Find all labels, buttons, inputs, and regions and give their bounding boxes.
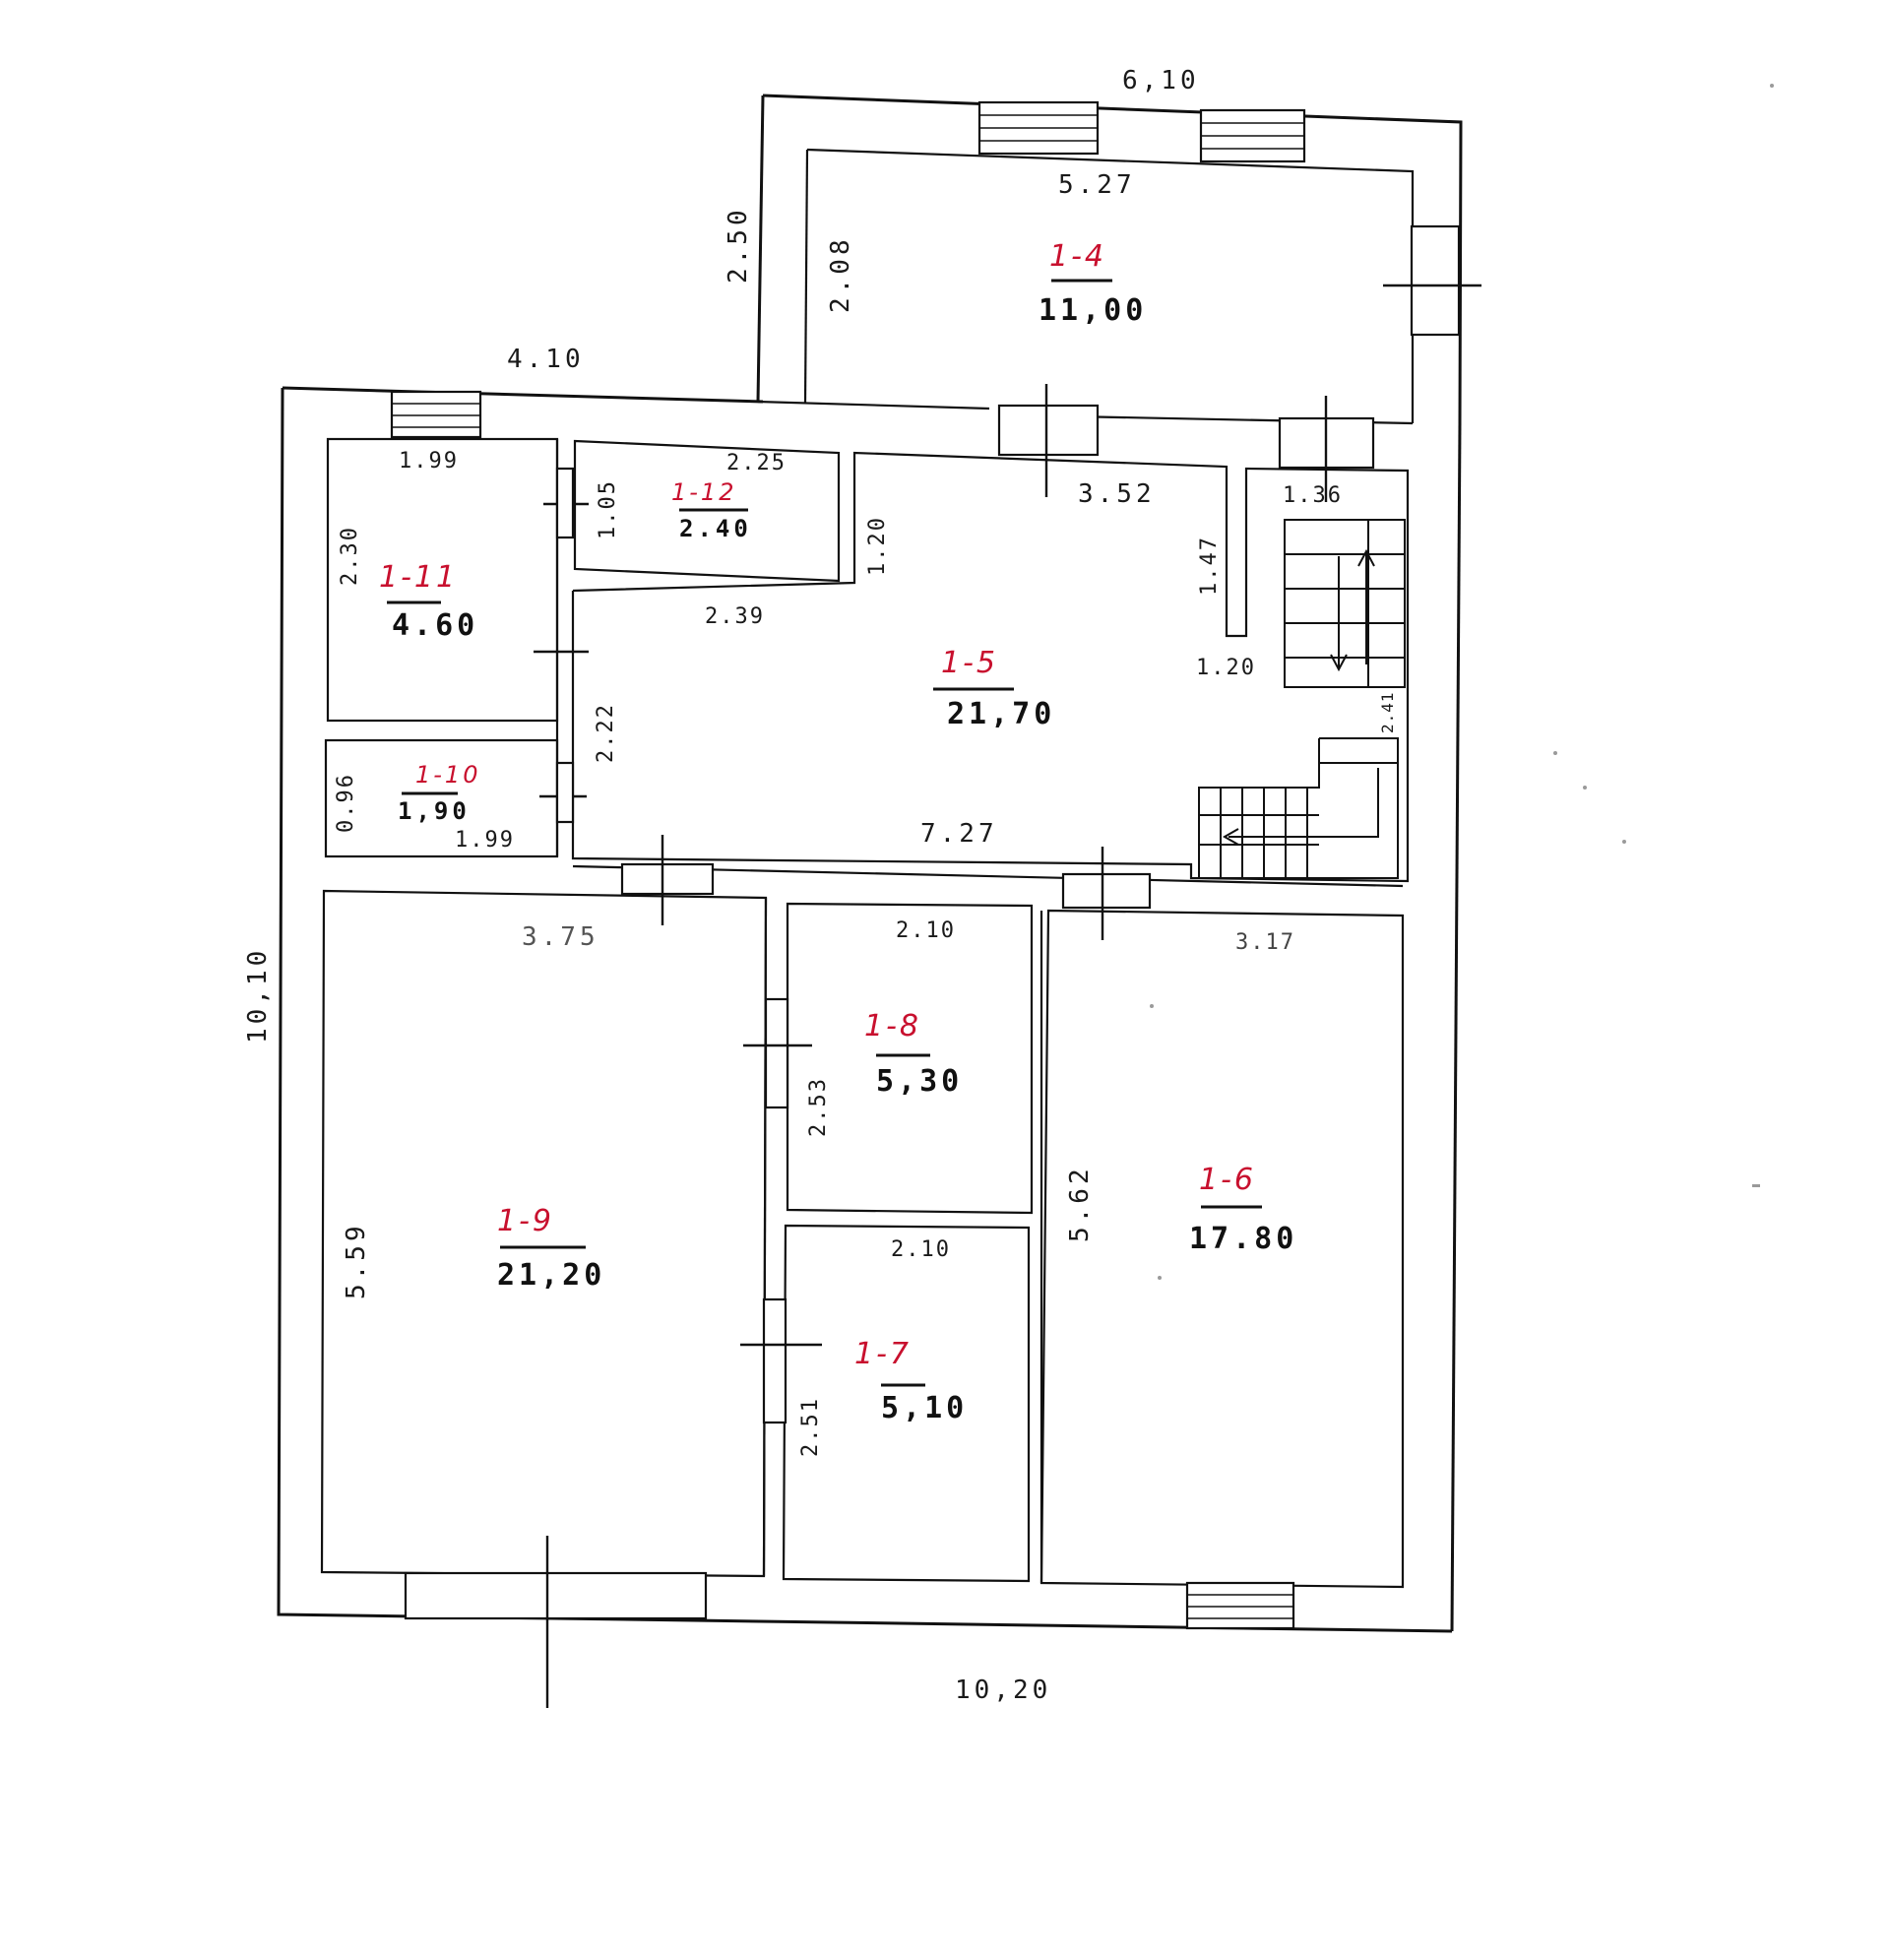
room-area: 5,30 — [876, 1064, 963, 1099]
room-area: 17.80 — [1189, 1222, 1297, 1256]
room-id: 1-10 — [415, 761, 480, 789]
dim-r5-left-upper: 1.20 — [865, 516, 890, 576]
dim-r12-width: 2.25 — [726, 451, 787, 475]
dim-overall-bottom-width: 10,20 — [955, 1675, 1051, 1705]
dim-r5-right-upper: 1.47 — [1197, 536, 1222, 596]
room-label-1-6: 1-6 17.80 — [1189, 1163, 1297, 1256]
room-id: 1-12 — [671, 478, 736, 506]
dim-stair-width: 1.36 — [1283, 483, 1343, 508]
dim-r7-height: 2.51 — [798, 1397, 823, 1457]
dim-overall-height: 10,10 — [243, 947, 273, 1043]
window-r11 — [390, 390, 482, 439]
door-marks — [534, 284, 1481, 1708]
dim-r8-height: 2.53 — [806, 1077, 831, 1137]
dim-stair-right: 2.41 — [1378, 691, 1397, 733]
room-id: 1-6 — [1199, 1163, 1256, 1197]
room-id: 1-11 — [379, 560, 458, 595]
dim-r5-inner-width: 2.39 — [705, 604, 765, 629]
dim-r6-width: 3.17 — [1235, 930, 1295, 955]
outer-walls — [277, 94, 1463, 1633]
dim-annex-height: 2.50 — [724, 206, 753, 284]
room-id: 1-5 — [941, 646, 998, 680]
room-label-1-5: 1-5 21,70 — [933, 646, 1055, 731]
window-top-right — [1199, 108, 1306, 163]
dim-r6-height: 5.62 — [1065, 1165, 1095, 1242]
dimension-labels: 6,10 2.50 4.10 10,10 10,20 5.27 2.08 1.9… — [243, 66, 1397, 1705]
dim-r7-width: 2.10 — [891, 1237, 951, 1262]
dim-r9-width: 3.75 — [522, 922, 599, 952]
dim-r5-left-lower: 2.22 — [594, 703, 618, 763]
room-label-1-8: 1-8 5,30 — [864, 1009, 963, 1099]
room-id: 1-4 — [1049, 239, 1106, 274]
room-area: 21,20 — [497, 1258, 605, 1293]
windows — [390, 100, 1461, 1630]
room-outlines — [320, 400, 1414, 1589]
room-id: 1-8 — [864, 1009, 921, 1043]
room-area: 21,70 — [947, 697, 1055, 731]
room-label-1-11: 1-11 4.60 — [379, 560, 478, 643]
room-label-1-7: 1-7 5,10 — [854, 1337, 968, 1425]
room-label-1-4: 1-4 11,00 — [1039, 239, 1147, 328]
dim-r5-top: 3.52 — [1078, 479, 1156, 509]
room-id: 1-9 — [497, 1204, 554, 1238]
dim-r12-height: 1.05 — [596, 479, 620, 539]
room-label-1-10: 1-10 1,90 — [398, 761, 480, 825]
window-annex-right — [1410, 224, 1461, 337]
staircase — [1198, 519, 1406, 879]
room-area: 4.60 — [392, 608, 478, 643]
dim-r4-width: 5.27 — [1058, 170, 1136, 200]
scan-specks — [1150, 84, 1774, 1280]
dim-r10-width: 1.99 — [455, 828, 515, 853]
dim-main-top-width: 4.10 — [507, 345, 585, 374]
room-area: 2.40 — [679, 515, 752, 542]
dim-r11-width: 1.99 — [399, 449, 459, 474]
dim-r8-width: 2.10 — [896, 918, 956, 943]
dim-r4-height: 2.08 — [826, 235, 855, 313]
window-top-left — [977, 100, 1100, 156]
room-area: 1,90 — [398, 797, 471, 825]
window-bottom-right — [1185, 1581, 1295, 1630]
dim-r5-right-mid: 1.20 — [1196, 656, 1256, 680]
dim-r10-height: 0.96 — [334, 773, 358, 833]
dim-r9-height: 5.59 — [342, 1222, 371, 1299]
window-bottom-left — [404, 1571, 708, 1620]
room-area: 11,00 — [1039, 293, 1147, 328]
room-label-1-9: 1-9 21,20 — [497, 1204, 605, 1293]
dim-top-annex-width: 6,10 — [1122, 66, 1200, 95]
room-id: 1-7 — [854, 1337, 912, 1371]
dim-r5-bottom: 7.27 — [920, 819, 998, 849]
room-label-1-12: 1-12 2.40 — [671, 478, 752, 542]
dim-r11-height: 2.30 — [338, 526, 362, 586]
room-area: 5,10 — [881, 1391, 968, 1425]
